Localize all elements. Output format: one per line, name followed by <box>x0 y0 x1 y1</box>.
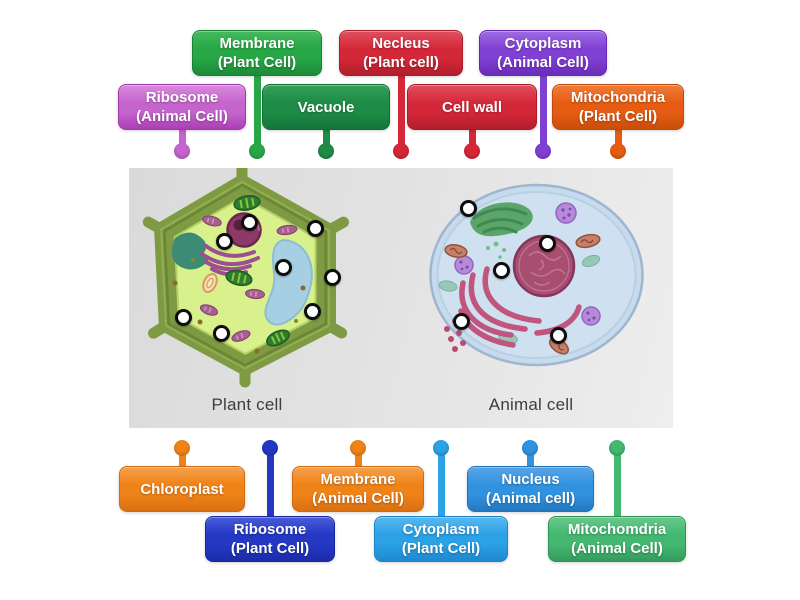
animal-cell-drawing <box>429 183 644 367</box>
cell-diagram-image: Plant cell Animal cell <box>129 163 673 428</box>
plant-animal-cell-illustration <box>142 163 644 388</box>
label-chip-membrane-plant[interactable]: Membrane (Plant Cell) <box>192 30 322 76</box>
label-subtext: (Plant Cell) <box>578 108 658 125</box>
label-chip-mitochomdria-animal[interactable]: Mitochomdria (Animal Cell) <box>548 516 686 562</box>
label-subtext: (Animal cell) <box>485 490 576 507</box>
label-chip-ribosome-animal[interactable]: Ribosome (Animal Cell) <box>118 84 246 130</box>
label-subtext: (Plant Cell) <box>217 54 297 71</box>
chloroplasts <box>225 194 290 347</box>
drop-target-plant-7[interactable] <box>174 308 192 326</box>
pin-stem <box>526 448 534 468</box>
pin-dot <box>262 440 278 456</box>
label-text: Membrane <box>219 35 295 52</box>
drop-target-plant-5[interactable] <box>323 268 341 286</box>
label-text: Cytoplasm <box>504 35 582 52</box>
pin-dot <box>174 440 190 456</box>
label-chip-vacuole[interactable]: Vacuole <box>262 84 390 130</box>
pin-dot <box>174 143 190 159</box>
pin-dot <box>522 440 538 456</box>
pin-stem <box>266 448 274 518</box>
plant-cell-caption: Plant cell <box>211 395 283 414</box>
label-text: Nucleus <box>501 471 560 488</box>
pin-dot <box>464 143 480 159</box>
drop-target-plant-2[interactable] <box>215 232 233 250</box>
label-chip-cytoplasm-animal[interactable]: Cytoplasm (Animal Cell) <box>479 30 607 76</box>
pin-stem <box>253 74 261 151</box>
label-chip-membrane-animal[interactable]: Membrane (Animal Cell) <box>292 466 424 512</box>
label-subtext: (Animal Cell) <box>497 54 589 71</box>
pin-dot <box>393 143 409 159</box>
label-chip-cytoplasm-plant[interactable]: Cytoplasm (Plant Cell) <box>374 516 508 562</box>
pin-stem <box>437 448 445 518</box>
pin-stem <box>354 448 362 468</box>
drop-target-plant-8[interactable] <box>212 324 230 342</box>
drop-target-plant-3[interactable] <box>306 219 324 237</box>
label-text: Ribosome <box>233 521 307 538</box>
drop-target-animal-3[interactable] <box>492 261 510 279</box>
pin-dot <box>249 143 265 159</box>
label-chip-cell-wall[interactable]: Cell wall <box>407 84 537 130</box>
pin-stem <box>397 74 405 151</box>
pin-dot <box>318 143 334 159</box>
label-chip-mitochondria-plant[interactable]: Mitochondria (Plant Cell) <box>552 84 684 130</box>
drop-target-plant-1[interactable] <box>240 213 258 231</box>
label-text: Ribosome <box>145 89 219 106</box>
label-chip-ribosome-plant[interactable]: Ribosome (Plant Cell) <box>205 516 335 562</box>
label-text: Chloroplast <box>140 480 224 498</box>
label-text: Mitochomdria <box>567 521 667 538</box>
label-text: Mitochondria <box>570 89 666 106</box>
label-subtext: (Animal Cell) <box>312 490 404 507</box>
drop-target-animal-5[interactable] <box>549 326 567 344</box>
label-text: Cytoplasm <box>402 521 480 538</box>
pin-stem <box>322 128 330 151</box>
drop-target-animal-2[interactable] <box>538 234 556 252</box>
label-chip-chloroplast[interactable]: Chloroplast <box>119 466 245 512</box>
label-chip-necleus-plant[interactable]: Necleus (Plant cell) <box>339 30 463 76</box>
drop-target-animal-1[interactable] <box>459 199 477 217</box>
pin-stem <box>178 448 186 468</box>
pin-stem <box>614 128 622 151</box>
label-subtext: (Animal Cell) <box>136 108 228 125</box>
animal-cell-caption: Animal cell <box>488 395 574 414</box>
drop-target-animal-4[interactable] <box>452 312 470 330</box>
label-text: Vacuole <box>297 98 355 116</box>
pin-dot <box>350 440 366 456</box>
pin-dot <box>433 440 449 456</box>
pin-stem <box>468 128 476 151</box>
label-subtext: (Animal Cell) <box>571 540 663 557</box>
label-text: Necleus <box>372 35 430 52</box>
pin-stem <box>178 128 186 151</box>
label-subtext: (Plant Cell) <box>230 540 310 557</box>
label-subtext: (Plant cell) <box>363 54 439 71</box>
label-subtext: (Plant Cell) <box>401 540 481 557</box>
drop-target-plant-6[interactable] <box>303 302 321 320</box>
pin-dot <box>610 143 626 159</box>
pin-stem <box>613 448 621 518</box>
label-text: Cell wall <box>441 98 503 116</box>
pin-dot <box>609 440 625 456</box>
pin-stem <box>539 74 547 151</box>
label-text: Membrane <box>320 471 396 488</box>
drop-target-plant-4[interactable] <box>274 258 292 276</box>
plant-cell-drawing <box>142 163 349 388</box>
pin-dot <box>535 143 551 159</box>
label-chip-nucleus-animal[interactable]: Nucleus (Animal cell) <box>467 466 594 512</box>
plant-mitochondria <box>199 215 298 342</box>
